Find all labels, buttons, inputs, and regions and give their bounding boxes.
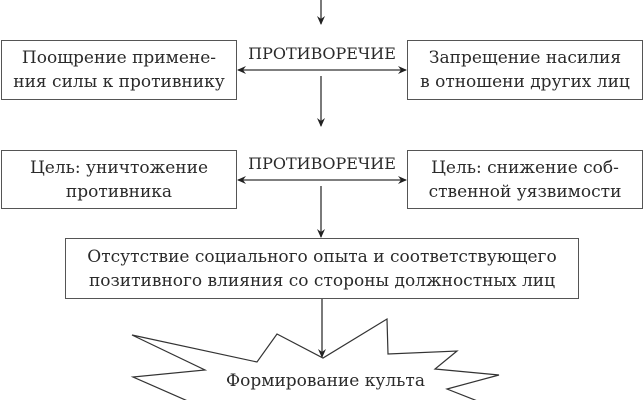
box-lack-social-experience: Отсутствие социального опыта и соответст…	[65, 238, 579, 299]
box-goal-reduce-vulnerability-line2: ственной уязвимости	[428, 181, 622, 202]
box-encourage-force: Поощрение примене- ния силы к противнику	[1, 40, 237, 100]
box-ban-violence-line1: Запрещение насилия	[428, 48, 622, 68]
box-lack-social-experience-line2: позитивного влияния со стороны должностн…	[88, 270, 556, 291]
box-lack-social-experience-line1: Отсутствие социального опыта и соответст…	[87, 246, 557, 267]
box-goal-reduce-vulnerability-line1: Цель: снижение соб-	[431, 157, 619, 178]
box-ban-violence-line2: в отношени других лиц	[420, 72, 630, 92]
starburst-shape	[130, 317, 500, 400]
row1-contradiction-label: ПРОТИВОРЕЧИЕ	[248, 44, 396, 63]
box-goal-destroy-enemy-line2: противника	[65, 181, 173, 202]
box-goal-destroy-enemy: Цель: уничтожение противника	[1, 150, 237, 209]
box-goal-reduce-vulnerability: Цель: снижение соб- ственной уязвимости	[407, 150, 643, 209]
box-encourage-force-line1: Поощрение примене-	[21, 48, 217, 68]
starburst-label: Формирование культа	[226, 371, 425, 391]
box-encourage-force-line2: ния силы к противнику	[13, 72, 225, 92]
row2-contradiction-label: ПРОТИВОРЕЧИЕ	[248, 154, 396, 173]
box-ban-violence: Запрещение насилия в отношени других лиц	[407, 40, 643, 100]
box-goal-destroy-enemy-line1: Цель: уничтожение	[29, 157, 209, 178]
